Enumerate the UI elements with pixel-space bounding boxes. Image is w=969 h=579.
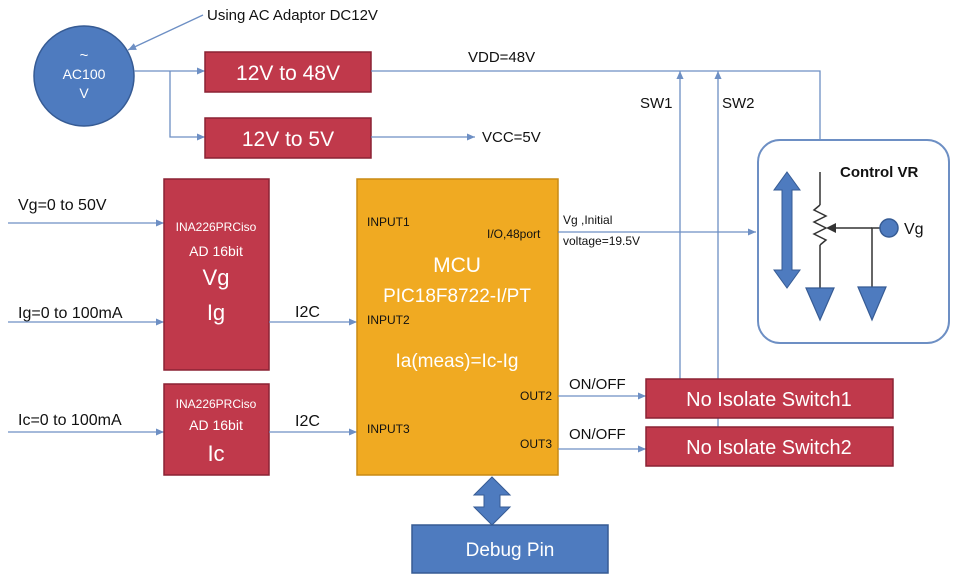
vcc-label: VCC=5V	[482, 129, 541, 146]
mcu-input2: INPUT2	[367, 313, 410, 327]
switch2-block: No Isolate Switch2	[645, 426, 894, 467]
ac-unit: V	[79, 85, 89, 101]
mcu-block: INPUT1 I/O,48port MCU PIC18F8722-I/PT IN…	[356, 178, 559, 476]
mcu-out2: OUT2	[520, 389, 552, 403]
vg-node	[879, 218, 899, 238]
ina226-ic: INA226PRCiso AD 16bit Ic	[163, 383, 270, 476]
switch1-label: No Isolate Switch1	[686, 389, 852, 411]
vdd-rail	[371, 70, 824, 170]
adaptor-pointer	[127, 14, 204, 51]
ina226-bottom-ad: AD 16bit	[189, 417, 243, 433]
ina226-bottom-part: INA226PRCiso	[176, 397, 257, 411]
ac-source: ~ AC100 V	[33, 25, 135, 127]
input-ig-label: Ig=0 to 100mA	[18, 305, 123, 322]
mcu-io-port: I/O,48port	[487, 227, 541, 241]
control-vr: Control VR Vg	[757, 139, 950, 344]
ina226-top-ig: Ig	[207, 300, 225, 325]
ina226-top-part: INA226PRCiso	[176, 220, 257, 234]
converter-12v-48v: 12V to 48V	[204, 51, 372, 93]
mcu-part: PIC18F8722-I/PT	[383, 286, 531, 307]
ac-symbol: ~	[80, 47, 89, 64]
wire-ac-5	[169, 71, 205, 141]
ina226-top-ad: AD 16bit	[189, 243, 243, 259]
converter-12v-5v: 12V to 5V	[204, 117, 372, 159]
ground-right	[857, 286, 887, 322]
sw2-label: SW2	[722, 95, 755, 112]
mcu-input1: INPUT1	[367, 215, 410, 229]
mcu-formula: Ia(meas)=Ic-Ig	[395, 351, 518, 372]
ground-left	[805, 287, 835, 322]
mcu-input3: INPUT3	[367, 422, 410, 436]
vg-note-line2: voltage=19.5V	[563, 234, 640, 248]
vr-double-arrow	[773, 171, 801, 289]
mcu-title: MCU	[433, 254, 481, 277]
wiper-arrowhead	[826, 223, 836, 233]
input-ic-label: Ic=0 to 100mA	[18, 412, 122, 429]
vg-note-line1: Vg ,Initial	[563, 213, 612, 227]
switch2-label: No Isolate Switch2	[686, 437, 852, 459]
ac-label: AC100	[63, 66, 106, 82]
input-vg-label: Vg=0 to 50V	[18, 197, 107, 214]
onoff2-label: ON/OFF	[569, 426, 626, 443]
i2c-top-label: I2C	[295, 304, 320, 321]
ina226-bottom-ic: Ic	[207, 441, 224, 466]
onoff1-label: ON/OFF	[569, 376, 626, 393]
potentiometer	[812, 204, 828, 246]
vdd-label: VDD=48V	[468, 49, 535, 66]
debug-pin-block: Debug Pin	[411, 524, 609, 574]
converter-12v-5v-label: 12V to 5V	[242, 128, 334, 151]
ina226-vg-ig: INA226PRCiso AD 16bit Vg Ig	[163, 178, 270, 371]
sw1-label: SW1	[640, 95, 673, 112]
converter-12v-48v-label: 12V to 48V	[236, 62, 340, 85]
ina226-top-vg: Vg	[203, 265, 230, 290]
control-vr-title: Control VR	[840, 164, 918, 181]
i2c-bottom-label: I2C	[295, 413, 320, 430]
debug-double-arrow	[472, 476, 512, 526]
debug-pin-label: Debug Pin	[466, 540, 555, 561]
switch1-block: No Isolate Switch1	[645, 378, 894, 419]
adaptor-note: Using AC Adaptor DC12V	[207, 7, 378, 24]
vr-vg-label: Vg	[904, 221, 924, 238]
mcu-out3: OUT3	[520, 437, 552, 451]
